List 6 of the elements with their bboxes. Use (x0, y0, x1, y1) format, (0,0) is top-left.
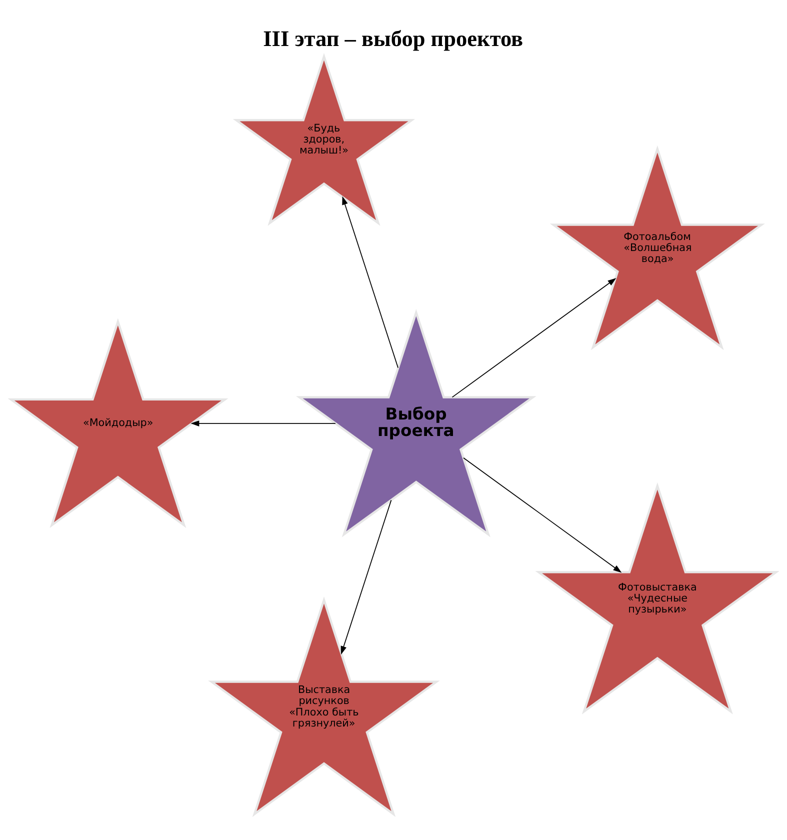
diagram-title: III этап – выбор проектов (263, 26, 524, 52)
arrow (452, 278, 616, 398)
arrow (342, 196, 398, 368)
arrow (190, 420, 336, 426)
arrow (463, 457, 622, 573)
arrow (340, 500, 392, 655)
